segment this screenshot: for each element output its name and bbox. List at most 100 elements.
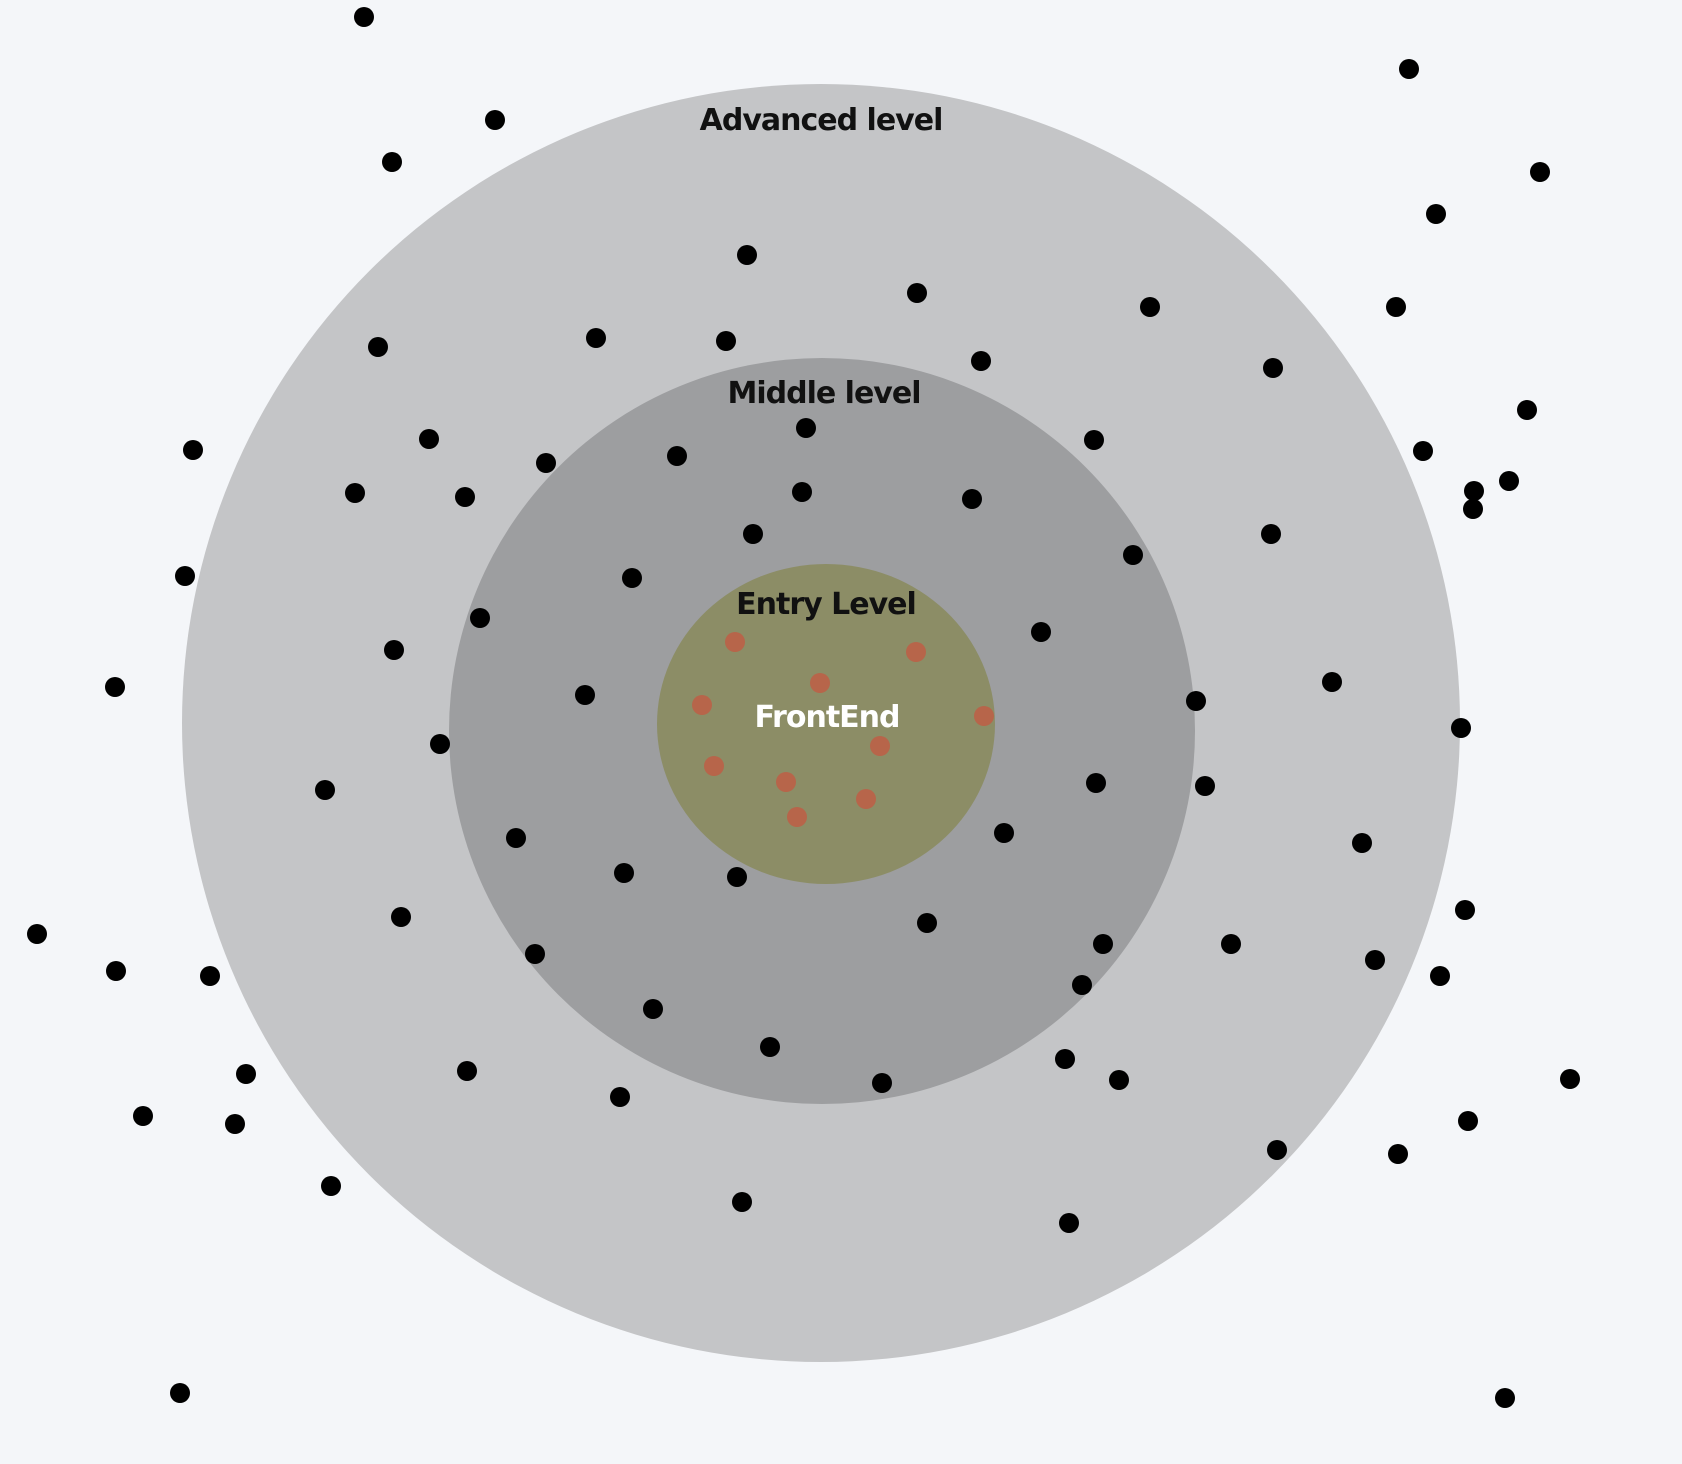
dot-marker — [1365, 950, 1385, 970]
advanced-level-label: Advanced level — [700, 103, 943, 138]
dot-marker — [792, 482, 812, 502]
dot-marker — [716, 331, 736, 351]
dot-marker — [1195, 776, 1215, 796]
dot-marker — [1093, 934, 1113, 954]
dot-marker — [760, 1037, 780, 1057]
frontend-center-label: FrontEnd — [754, 700, 899, 735]
core-dot-marker — [856, 789, 876, 809]
dot-marker — [1352, 833, 1372, 853]
dot-marker — [345, 483, 365, 503]
dot-marker — [1084, 430, 1104, 450]
dot-marker — [1059, 1213, 1079, 1233]
dot-marker — [872, 1073, 892, 1093]
dot-marker — [368, 337, 388, 357]
dot-marker — [225, 1114, 245, 1134]
core-dot-marker — [776, 772, 796, 792]
dot-marker — [575, 685, 595, 705]
dot-marker — [430, 734, 450, 754]
dot-marker — [382, 152, 402, 172]
core-dot-marker — [725, 632, 745, 652]
dot-marker — [586, 328, 606, 348]
dot-marker — [1386, 297, 1406, 317]
dot-marker — [1086, 773, 1106, 793]
dot-marker — [796, 418, 816, 438]
dot-marker — [1495, 1388, 1515, 1408]
dot-marker — [391, 907, 411, 927]
dot-marker — [321, 1176, 341, 1196]
dot-marker — [737, 245, 757, 265]
dot-marker — [457, 1061, 477, 1081]
dot-marker — [1140, 297, 1160, 317]
dot-marker — [170, 1383, 190, 1403]
dot-marker — [183, 440, 203, 460]
dot-marker — [1464, 481, 1484, 501]
dot-marker — [354, 7, 374, 27]
dot-marker — [907, 283, 927, 303]
middle-level-label: Middle level — [728, 376, 921, 411]
dot-marker — [536, 453, 556, 473]
core-dot-marker — [810, 673, 830, 693]
dot-marker — [1430, 966, 1450, 986]
dot-marker — [175, 566, 195, 586]
dot-marker — [1186, 691, 1206, 711]
dot-marker — [1413, 441, 1433, 461]
dot-marker — [994, 823, 1014, 843]
core-dot-marker — [870, 736, 890, 756]
dot-marker — [1267, 1140, 1287, 1160]
dot-marker — [455, 487, 475, 507]
dot-marker — [1463, 499, 1483, 519]
dot-marker — [1426, 204, 1446, 224]
dot-marker — [1388, 1144, 1408, 1164]
dot-marker — [1109, 1070, 1129, 1090]
dot-marker — [315, 780, 335, 800]
dot-marker — [1055, 1049, 1075, 1069]
dot-marker — [525, 944, 545, 964]
core-dot-marker — [787, 807, 807, 827]
dot-marker — [971, 351, 991, 371]
dot-marker — [1530, 162, 1550, 182]
dot-marker — [133, 1106, 153, 1126]
dot-marker — [27, 924, 47, 944]
dot-marker — [1399, 59, 1419, 79]
dot-marker — [1123, 545, 1143, 565]
dot-marker — [506, 828, 526, 848]
dot-marker — [610, 1087, 630, 1107]
dot-marker — [200, 966, 220, 986]
dot-marker — [419, 429, 439, 449]
dot-marker — [732, 1192, 752, 1212]
dot-marker — [470, 608, 490, 628]
dot-marker — [236, 1064, 256, 1084]
core-dot-marker — [906, 642, 926, 662]
dot-marker — [643, 999, 663, 1019]
dot-marker — [614, 863, 634, 883]
dot-marker — [485, 110, 505, 130]
dot-marker — [1322, 672, 1342, 692]
core-dot-marker — [974, 706, 994, 726]
dot-marker — [1072, 975, 1092, 995]
dot-marker — [1458, 1111, 1478, 1131]
dot-marker — [622, 568, 642, 588]
dot-marker — [1451, 718, 1471, 738]
dot-marker — [727, 867, 747, 887]
dot-marker — [1499, 471, 1519, 491]
dot-marker — [1031, 622, 1051, 642]
outer-dots-group — [27, 7, 1580, 1408]
core-dots-group — [692, 632, 994, 827]
dot-marker — [105, 677, 125, 697]
dot-marker — [917, 913, 937, 933]
dot-marker — [667, 446, 687, 466]
entry-level-label: Entry Level — [736, 587, 916, 622]
dot-marker — [1560, 1069, 1580, 1089]
dot-marker — [1263, 358, 1283, 378]
dot-marker — [384, 640, 404, 660]
dot-marker — [106, 961, 126, 981]
core-dot-marker — [704, 756, 724, 776]
core-dot-marker — [692, 695, 712, 715]
dot-marker — [1517, 400, 1537, 420]
dot-marker — [743, 524, 763, 544]
dot-marker — [1221, 934, 1241, 954]
dot-marker — [1455, 900, 1475, 920]
dot-marker — [1261, 524, 1281, 544]
dot-marker — [962, 489, 982, 509]
